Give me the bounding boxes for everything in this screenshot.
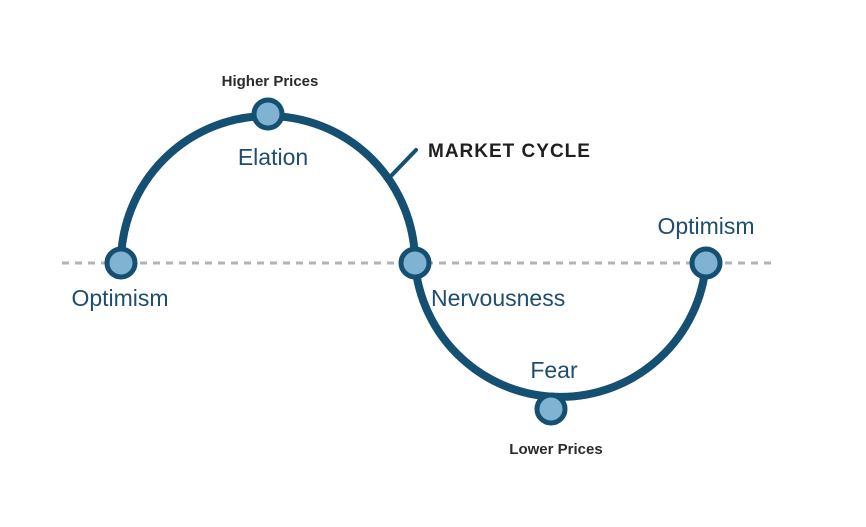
label-optimism-start: Optimism	[71, 285, 168, 311]
label-lower-prices: Lower Prices	[509, 441, 602, 458]
diagram-title: MARKET CYCLE	[428, 141, 591, 162]
node-higher-prices	[251, 97, 285, 131]
label-higher-prices: Higher Prices	[222, 73, 319, 90]
node-nervousness	[398, 246, 432, 280]
node-lower-prices	[534, 392, 568, 426]
label-optimism-end: Optimism	[657, 213, 754, 239]
label-fear: Fear	[530, 357, 578, 383]
node-optimism-start	[104, 246, 138, 280]
node-optimism-end	[689, 246, 723, 280]
label-nervousness: Nervousness	[431, 285, 565, 311]
label-elation: Elation	[238, 144, 308, 170]
title-pointer-line	[388, 148, 418, 179]
